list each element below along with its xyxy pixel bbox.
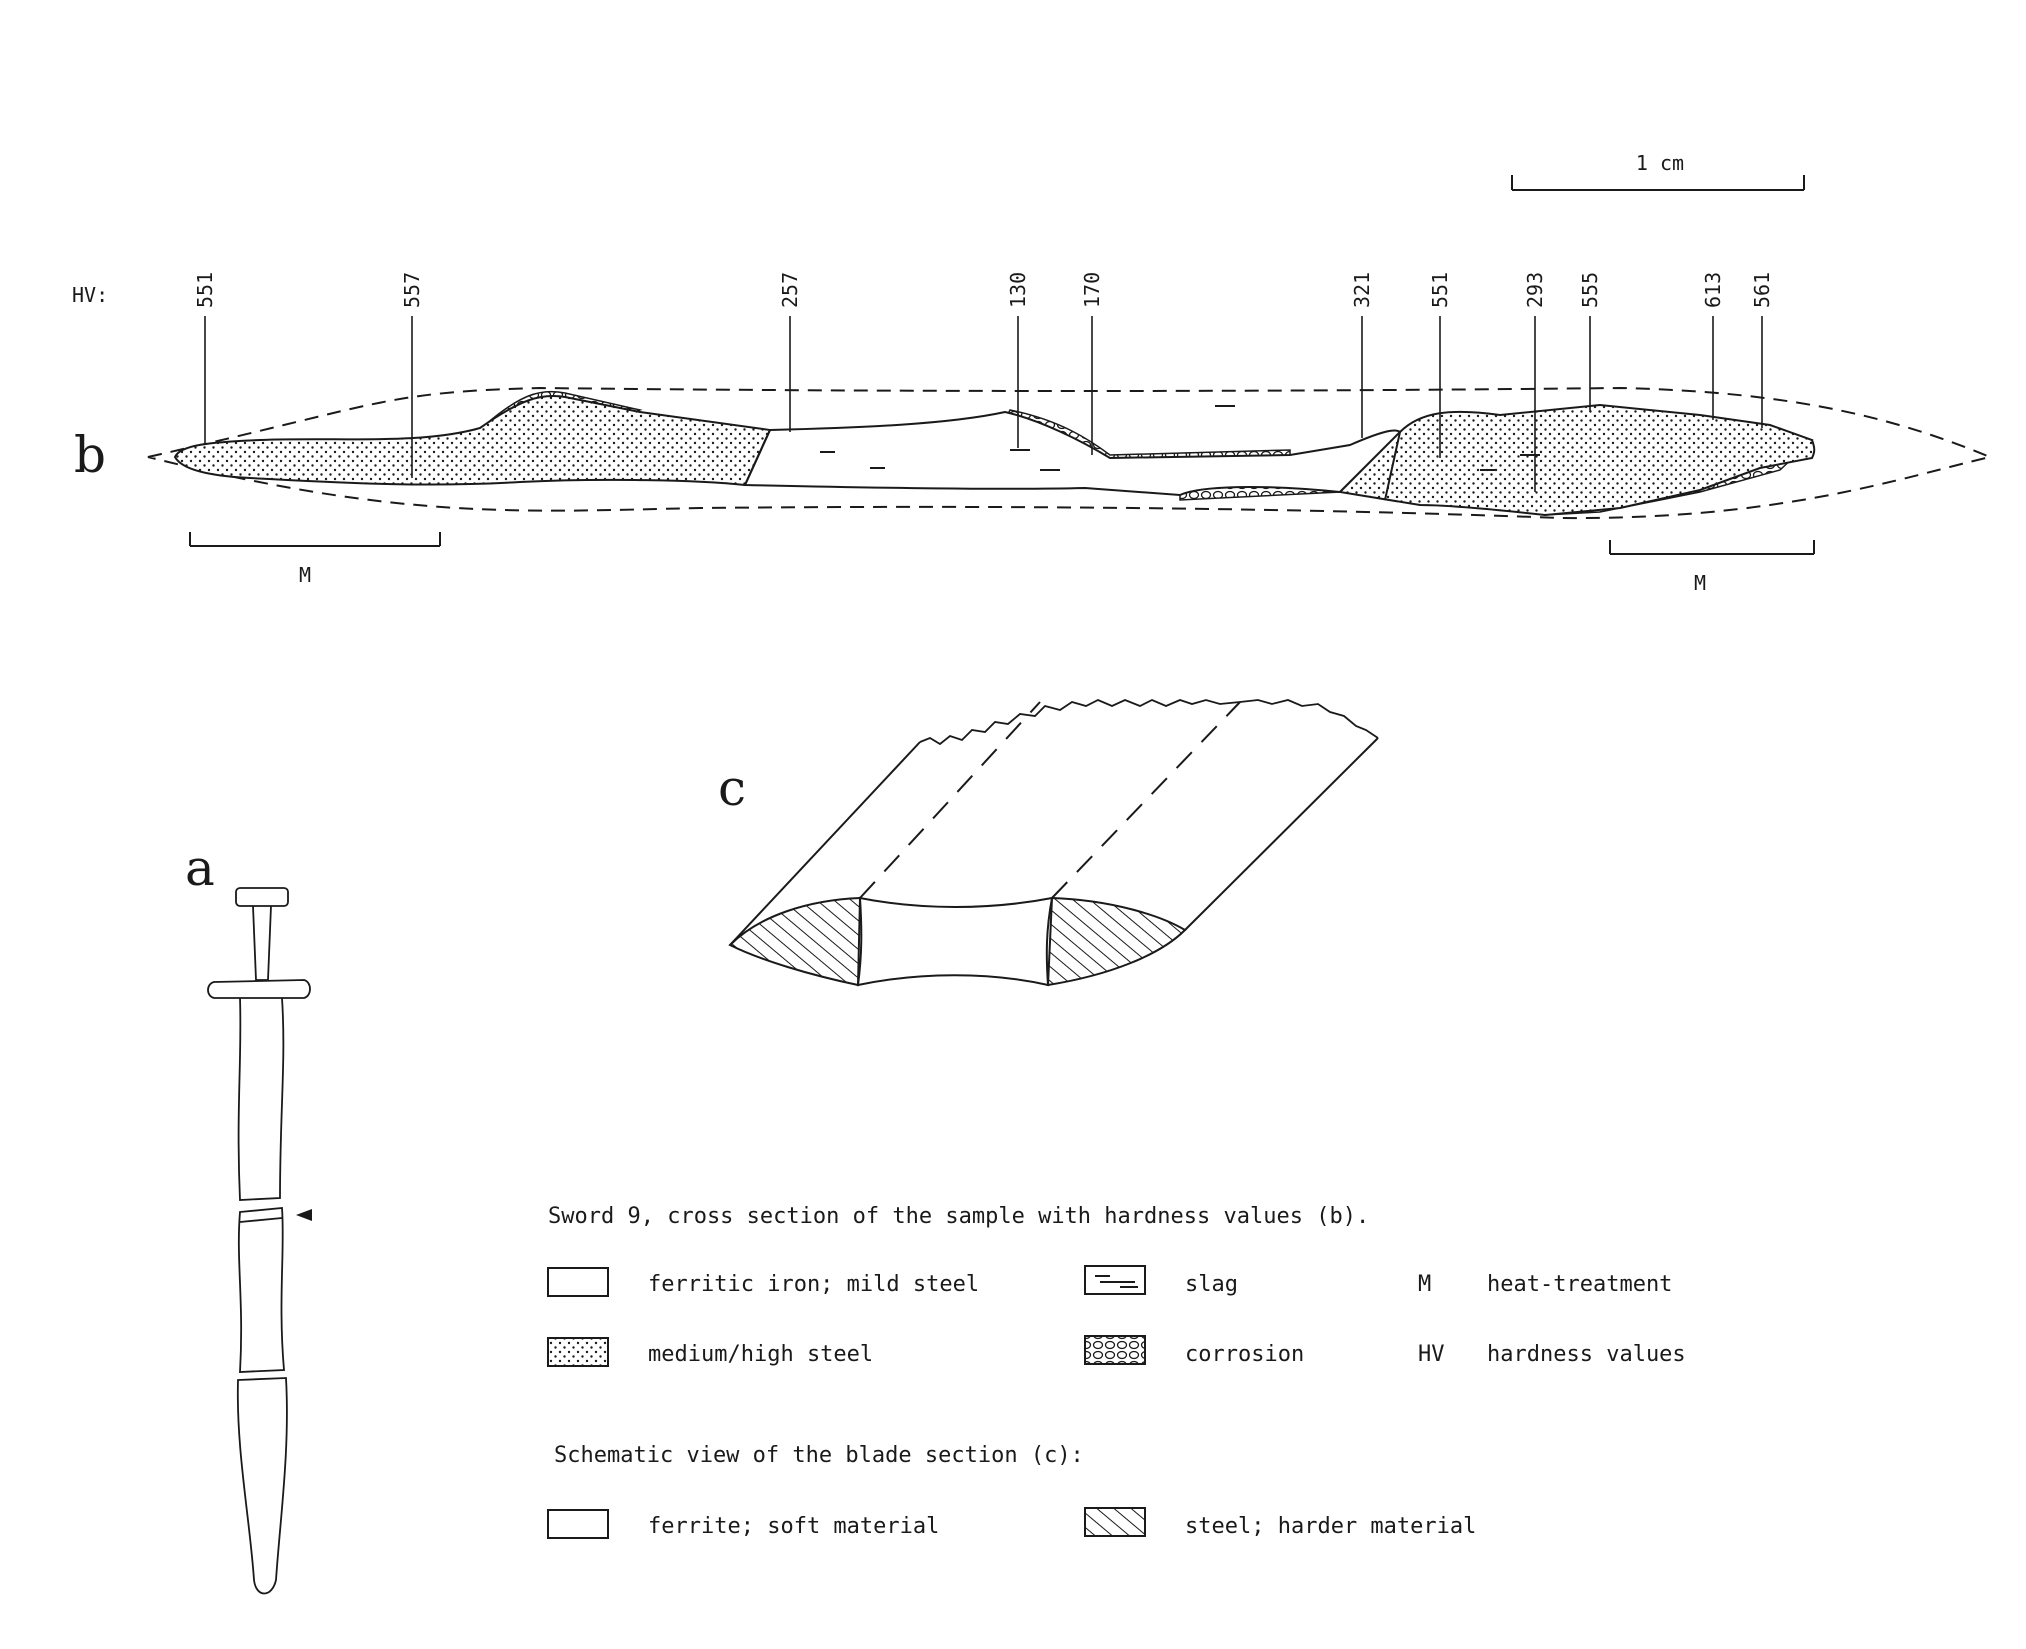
- legend-label-ferritic-iron: ferritic iron; mild steel: [648, 1272, 979, 1297]
- medium-high-steel-zone-left: [173, 395, 772, 487]
- swatch-ferrite-soft: [547, 1509, 609, 1539]
- hardness-value-label: 551: [193, 272, 217, 308]
- schematic-blade-edge-right: [1184, 737, 1379, 931]
- hardness-value-markers: 551 557 257 130 170 321 551 293 555 613 561: [193, 272, 1774, 492]
- legend-label-medium-high-steel: medium/high steel: [648, 1342, 873, 1367]
- legend-key-hv: HV: [1418, 1342, 1445, 1367]
- slag-inclusions: [820, 405, 1540, 471]
- legend-label-ferrite-soft: ferrite; soft material: [648, 1514, 939, 1539]
- panel-c-schematic: c: [718, 699, 1379, 987]
- sample-location-arrow-icon: [296, 1209, 312, 1221]
- legend-label-heat-treatment: heat-treatment: [1487, 1272, 1672, 1297]
- hardness-value-label: 551: [1428, 272, 1452, 308]
- legend-label-slag: slag: [1185, 1272, 1238, 1297]
- legend-key-m: M: [1418, 1272, 1431, 1297]
- panel-a-letter: a: [185, 839, 215, 897]
- zone-boundary-right: [1384, 431, 1401, 501]
- schematic-steel-edge-right: [1046, 896, 1187, 987]
- heat-treatment-label-right: M: [1694, 571, 1706, 595]
- schematic-internal-boundary-right: [1051, 701, 1241, 899]
- hardness-value-label: 321: [1350, 272, 1374, 308]
- swatch-corrosion: [1084, 1335, 1146, 1365]
- hardness-value-label: 561: [1750, 272, 1774, 308]
- heat-treatment-mark-right: M: [1609, 540, 1815, 595]
- panel-a-sword: a: [185, 839, 312, 1595]
- legend-label-steel-harder: steel; harder material: [1185, 1514, 1476, 1539]
- scale-bar: 1 cm: [1511, 151, 1805, 191]
- legend-label-hardness-values: hardness values: [1487, 1342, 1686, 1367]
- hardness-value-label: 557: [400, 272, 424, 308]
- hv-prefix: HV:: [72, 283, 108, 307]
- panel-b-letter: b: [74, 426, 106, 484]
- hardness-value-label: 170: [1080, 272, 1104, 308]
- blade-reconstructed-outline: [147, 386, 1994, 520]
- hardness-value-label: 257: [778, 272, 802, 308]
- medium-high-steel-zone-right: [1337, 403, 1816, 517]
- schematic-steel-edge-left: [728, 896, 862, 987]
- heat-treatment-mark-left: M: [189, 532, 441, 587]
- swatch-steel-harder: [1084, 1507, 1146, 1537]
- hardness-value-label: 555: [1578, 272, 1602, 308]
- legend-label-corrosion: corrosion: [1185, 1342, 1304, 1367]
- legend-caption-b: Sword 9, cross section of the sample wit…: [548, 1204, 1369, 1229]
- legend: Sword 9, cross section of the sample wit…: [547, 1204, 1686, 1539]
- hardness-value-label: 613: [1701, 272, 1725, 308]
- swatch-slag: [1084, 1265, 1146, 1295]
- panel-c-letter: c: [718, 759, 746, 817]
- hardness-value-label: 130: [1006, 272, 1030, 308]
- ferrite-zone-center: [743, 410, 1402, 497]
- panel-b-cross-section: b 1 cm HV:: [72, 151, 1994, 595]
- schematic-blade-edge-left: [729, 741, 921, 946]
- schematic-broken-top-edge: [919, 699, 1379, 746]
- hardness-value-label: 293: [1523, 272, 1547, 308]
- schematic-ferrite-core: [856, 896, 1054, 987]
- legend-caption-c: Schematic view of the blade section (c):: [554, 1443, 1084, 1468]
- sword-drawing: [207, 887, 311, 1595]
- heat-treatment-label-left: M: [299, 563, 311, 587]
- swatch-ferritic-iron: [547, 1267, 609, 1297]
- zone-boundary-left: [744, 429, 771, 486]
- swatch-medium-high-steel: [547, 1337, 609, 1367]
- schematic-internal-boundary-left: [859, 701, 1041, 899]
- scale-bar-label: 1 cm: [1636, 151, 1684, 175]
